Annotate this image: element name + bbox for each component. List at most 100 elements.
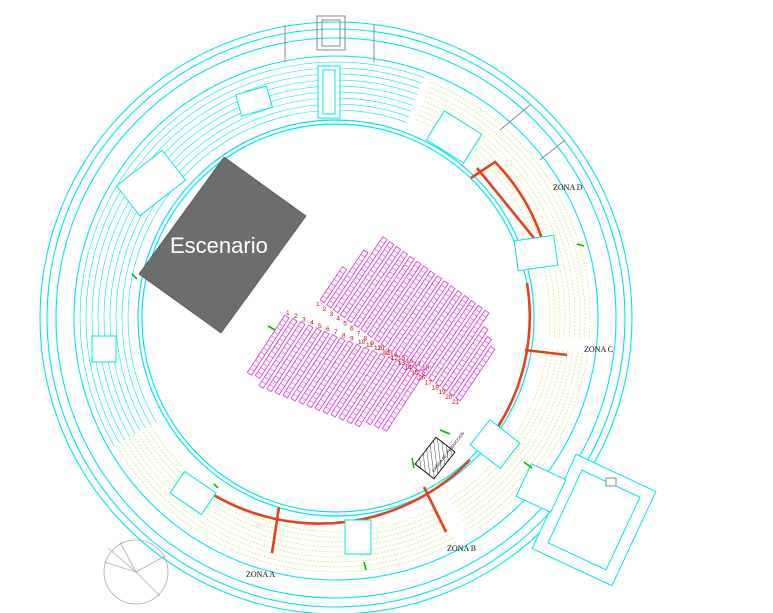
chair-seat [475,338,480,343]
chair-seat [409,316,415,320]
chair-seat [470,360,476,364]
chair-seat [371,282,377,287]
chair-seat [294,361,299,366]
chair-seat [315,359,321,363]
chair-seat [431,313,437,318]
row-number: 9 [350,336,354,343]
chair-seat [427,274,433,279]
chair-seat [281,334,287,338]
chair-seat [478,334,483,339]
chair-seat [283,346,289,351]
chair-seat [397,349,402,353]
chair-seat [398,302,404,306]
row-number: 3 [302,316,306,323]
chair-seat [357,303,363,307]
chair-seat [398,272,404,276]
chair-seat [393,364,399,368]
chair-seat [403,281,408,285]
chair-seat [293,377,299,382]
chair-seat [401,328,407,332]
chair-seat [412,342,417,346]
chair-seat [384,249,389,253]
chair-seat [328,386,334,390]
chair-seat [319,339,324,343]
chair-seat [312,395,317,400]
chair-seat [409,370,415,374]
chair-seat [462,342,468,346]
chair-seat [352,395,358,400]
chair-seat [412,312,417,316]
chair-seat [390,383,396,388]
chair-seat [309,400,315,404]
chair-seat [430,361,435,365]
top-gate [284,15,375,62]
chair-seat [423,356,428,360]
chair-seat [478,348,484,352]
chair-seat [288,370,294,374]
chair-seat [458,363,464,367]
chair-seat [344,408,349,412]
chair-seat [284,330,290,334]
chair-seat [372,325,378,330]
chair-seat [424,339,430,343]
chair-seat [374,308,379,313]
chair-seat [389,301,394,305]
chair-seat [442,357,447,362]
chair-seat [390,344,396,348]
chair-seat [347,404,352,408]
chair-seat [297,357,302,361]
tier-row [133,434,446,553]
row-number: 2 [323,306,327,313]
chair-seat [406,350,412,354]
chair-seat [412,381,417,386]
chair-seat [359,286,364,290]
chair-seat [349,400,355,404]
chair-seat [291,350,297,354]
chair-seat [342,365,348,369]
chair-row [330,349,378,418]
zone-label-d: ZONA D [553,183,583,192]
chair-seat [360,415,365,419]
chair-seat [269,384,275,388]
chair-seat [335,345,340,350]
chair-seat [460,316,465,320]
chair-seat [462,372,468,376]
chair-seat [409,346,415,350]
chair-seat [363,264,369,269]
chair-seat [390,314,396,318]
chair-seat [336,405,341,409]
chair-seat [389,271,394,275]
chair-seat [450,315,456,319]
chair-seat [267,372,272,376]
chair-seat [443,370,449,375]
chair-seat [280,383,285,387]
chair-seat [473,356,478,360]
chair-row [354,359,402,428]
chair-seat [347,372,353,376]
chair-row [448,336,493,397]
chair-seat [472,313,477,317]
chair-seat [342,310,348,314]
row-number: 13 [398,360,406,367]
chair-seat [435,292,441,297]
chair-seat [442,297,447,301]
chair-seat [427,365,432,369]
row-number: 7 [334,329,338,336]
spiral-stair [103,539,169,605]
chair-seat [376,334,382,339]
chair-seat [468,304,473,308]
chair-seat [385,292,390,296]
chair-seat [388,388,393,392]
chair-seat [401,298,407,302]
chair-seat [461,359,467,363]
chair-seat [333,409,339,414]
chair-seat [476,322,481,326]
entrance-bottom [344,519,372,555]
chair-seat [272,363,278,368]
chair-seat [371,312,377,317]
chair-seat [313,348,319,352]
chair-seat [383,279,389,283]
chair-seat [292,334,297,338]
chair-seat [432,296,438,301]
chair-seat [277,371,283,375]
